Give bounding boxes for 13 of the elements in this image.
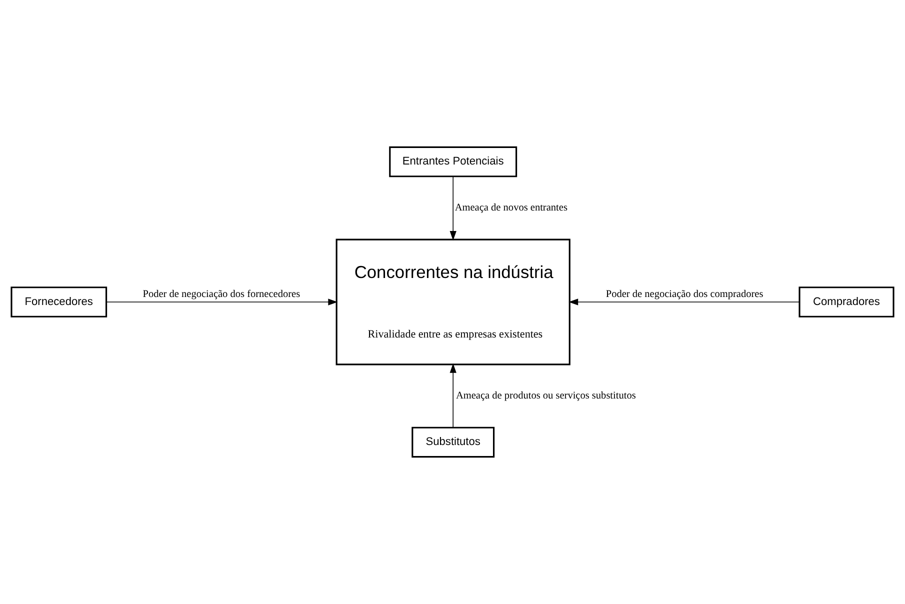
edge-label: Ameaça de produtos ou serviços substitutos	[456, 390, 636, 402]
edge-label: Poder de negociação dos fornecedores	[142, 288, 300, 300]
arrow	[106, 298, 338, 306]
node-box: Fornecedores	[10, 286, 108, 318]
arrow	[450, 176, 456, 241]
edge-label: Ameaça de novos entrantes	[454, 202, 568, 214]
arrow	[450, 363, 456, 428]
node-box: Substitutos	[412, 426, 495, 458]
node-box: Compradores	[798, 286, 894, 318]
edge-label: Poder de negociação dos compradores	[606, 288, 764, 300]
node-box: Concorrentes na indústria Rivalidade entre as empresas existentes	[336, 238, 570, 366]
node-box: Entrantes Potenciais	[389, 146, 518, 178]
arrow	[568, 298, 800, 306]
